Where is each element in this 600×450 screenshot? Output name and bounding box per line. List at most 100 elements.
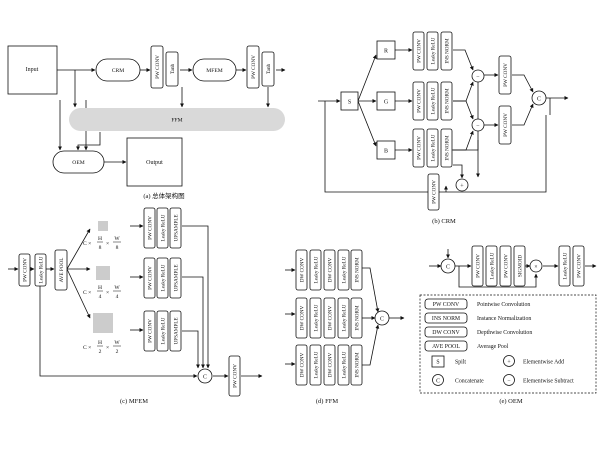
ins-norm-label: INS NORM xyxy=(355,352,361,378)
size-text: W xyxy=(114,285,120,291)
size-text: H xyxy=(98,236,102,242)
leaky-relu-block xyxy=(426,81,439,121)
wire xyxy=(362,324,380,366)
pw-conv-block xyxy=(143,207,156,249)
legend-add-desc: Elementwise Add xyxy=(523,360,564,366)
pw-conv-label: PW CONV xyxy=(233,364,239,388)
oem-block xyxy=(52,150,105,174)
size-text: 4 xyxy=(99,294,102,300)
leaky-relu-label: Leaky ReLU xyxy=(431,134,437,161)
leaky-relu-label: Leaky ReLU xyxy=(342,256,348,283)
tanh-block xyxy=(165,51,179,87)
subtract-symbol: − xyxy=(476,75,480,81)
wire xyxy=(357,54,377,102)
leaky-relu-block xyxy=(309,344,322,386)
size-label-2: C × H 4 × W 4 xyxy=(83,285,121,300)
feature-map-small xyxy=(98,221,108,231)
add-op xyxy=(455,178,469,192)
legend-ins-key xyxy=(424,312,468,324)
pw-conv-label: PW CONV xyxy=(148,266,154,290)
tanh-label: Tanh xyxy=(266,63,272,74)
pw-conv-label: PW CONV xyxy=(148,216,154,240)
split-label: S xyxy=(348,100,351,106)
pw-conv-block xyxy=(427,173,440,211)
oem-label: OEM xyxy=(72,160,84,166)
legend-dw-key xyxy=(424,326,468,338)
caption-a: (a) 总体架构图 xyxy=(143,191,184,200)
ins-norm-label: INS NORM xyxy=(355,305,361,331)
feature-map-medium xyxy=(96,266,110,280)
mfem-label: MFEM xyxy=(206,68,223,74)
ins-norm-label: INS NORM xyxy=(355,257,361,283)
leaky-relu-block xyxy=(156,310,169,352)
legend-pw-key-text: PW CONV xyxy=(433,302,460,308)
leaky-relu-block xyxy=(156,257,169,299)
ins-norm-block xyxy=(350,249,363,291)
concat-symbol: C xyxy=(537,97,541,103)
oem-detail: C PW CONV Leaky ReLU PW CONV SIGMOID × L… xyxy=(419,245,597,405)
size-text: H xyxy=(98,340,102,346)
size-text: × xyxy=(106,290,109,296)
multiply-op xyxy=(529,259,543,273)
wire xyxy=(453,81,474,102)
wire xyxy=(39,283,198,378)
wire xyxy=(512,103,534,126)
size-text: 8 xyxy=(99,245,102,251)
tanh-label: Tanh xyxy=(170,63,176,74)
feature-map-large xyxy=(93,313,113,333)
wire xyxy=(182,276,205,369)
pw-conv-block xyxy=(498,55,512,95)
dw-conv-label: DW CONV xyxy=(300,352,306,377)
legend-dw-desc: Depthwise Convolution xyxy=(477,330,532,336)
wire xyxy=(357,100,377,147)
upsample-block xyxy=(169,257,182,299)
concat-op xyxy=(531,90,547,106)
dw-conv-block xyxy=(295,249,308,291)
ins-norm-block xyxy=(440,31,453,71)
leaky-relu-block xyxy=(558,245,571,287)
legend-ins-key-text: INS NORM xyxy=(432,316,460,322)
size-text: × xyxy=(106,345,109,351)
g-channel-box xyxy=(376,91,396,111)
wire xyxy=(512,74,534,93)
pw-conv-label: PW CONV xyxy=(504,254,510,278)
leaky-relu-label: Leaky ReLU xyxy=(161,264,167,291)
ave-pool-block xyxy=(54,249,68,291)
pw-conv-block xyxy=(572,245,585,287)
leaky-relu-label: Leaky ReLU xyxy=(431,37,437,64)
pw-conv-block xyxy=(228,355,241,397)
leaky-relu-block xyxy=(309,249,322,291)
leaky-relu-block xyxy=(337,249,350,291)
b-channel-label: B xyxy=(384,149,388,155)
b-channel-box xyxy=(376,140,396,160)
upsample-label: UPSAMPLE xyxy=(174,214,180,241)
legend-ave-key xyxy=(424,340,468,352)
pw-conv-label: PW CONV xyxy=(476,254,482,278)
leaky-relu-block xyxy=(309,297,322,339)
leaky-relu-block xyxy=(426,128,439,168)
concat-symbol: C xyxy=(203,375,207,381)
upsample-label: UPSAMPLE xyxy=(174,264,180,291)
r-channel-box xyxy=(376,40,396,60)
wire xyxy=(76,132,101,151)
concat-op xyxy=(197,368,213,384)
leaky-relu-label: Leaky ReLU xyxy=(314,351,320,378)
pw-conv-label: PW CONV xyxy=(148,319,154,343)
pw-conv-block xyxy=(471,245,484,287)
dw-conv-label: DW CONV xyxy=(328,352,334,377)
dw-conv-block xyxy=(323,249,336,291)
leaky-relu-label: Leaky ReLU xyxy=(490,252,496,279)
pw-conv-block xyxy=(150,45,164,89)
dw-conv-label: DW CONV xyxy=(328,257,334,282)
wire xyxy=(453,100,474,120)
leaky-relu-block xyxy=(337,344,350,386)
pw-conv-label: PW CONV xyxy=(503,63,509,87)
ffm-detail: DW CONV Leaky ReLU DW CONV Leaky ReLU IN… xyxy=(285,249,405,405)
dw-conv-label: DW CONV xyxy=(300,305,306,330)
dw-conv-block xyxy=(295,344,308,386)
pw-conv-block xyxy=(412,31,425,71)
size-text: 2 xyxy=(116,349,119,355)
input-block xyxy=(7,45,58,95)
size-text: 8 xyxy=(116,245,119,251)
g-channel-label: G xyxy=(384,100,389,106)
